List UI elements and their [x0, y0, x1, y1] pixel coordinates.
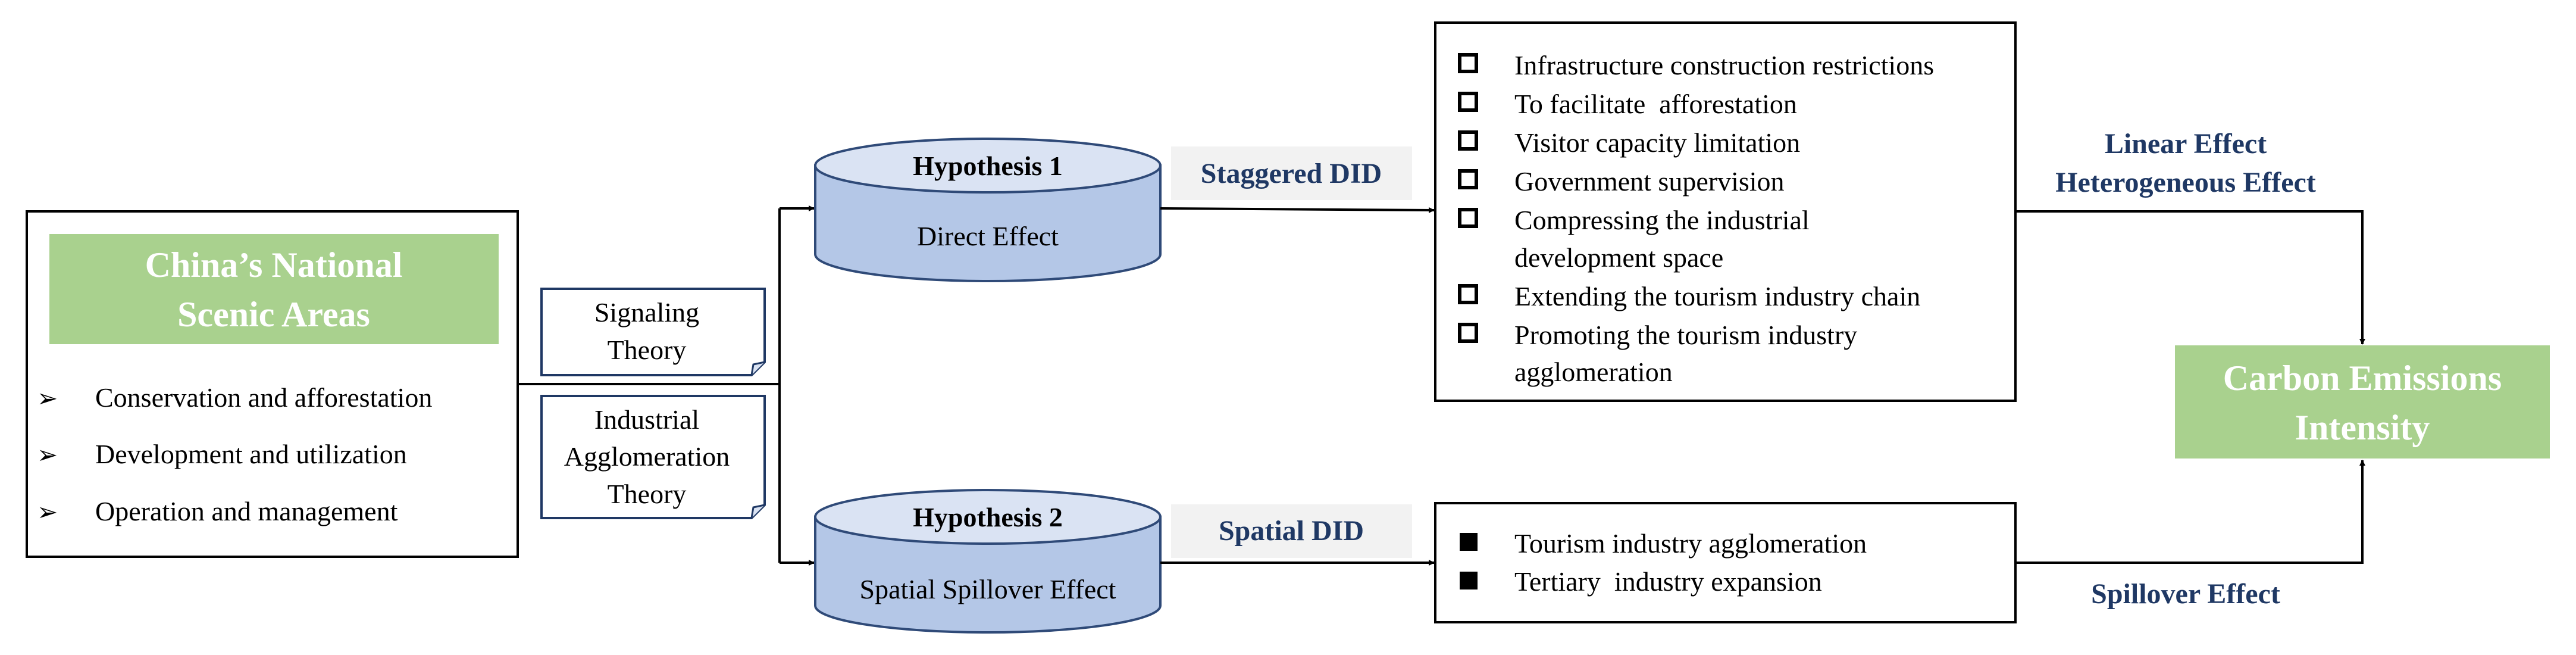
heterogeneous-effect-label: Heterogeneous Effect	[2055, 167, 2316, 198]
linear-effect-label: Linear Effect	[2105, 128, 2267, 160]
checkbox-icon	[1458, 53, 1478, 73]
arrow-to-top-mechanisms	[1160, 207, 1435, 213]
hypothesis-2-cylinder: Hypothesis 2 Spatial Spillover Effect	[814, 489, 1162, 634]
mechanism-top-7-line2: agglomeration	[1514, 357, 1673, 387]
spatial-did-label: Spatial DID	[1171, 504, 1412, 558]
mechanism-top-1: Infrastructure construction restrictions	[1514, 50, 1934, 80]
left-item-2: Development and utilization	[95, 439, 407, 469]
outcome-line1: Carbon Emissions	[2223, 358, 2502, 398]
carbon-emissions-intensity-box: Carbon Emissions Intensity	[2175, 345, 2550, 458]
checkbox-icon	[1458, 169, 1478, 189]
bullet-arrow-icon: ➢	[37, 442, 58, 469]
hypothesis-2-subtitle: Spatial Spillover Effect	[860, 574, 1116, 604]
bullet-arrow-icon: ➢	[37, 499, 58, 526]
national-scenic-areas-box: China’s National Scenic Areas ➢ Conserva…	[26, 210, 519, 558]
hypothesis-1-cylinder: Hypothesis 1 Direct Effect	[814, 138, 1162, 282]
spatial-did-text: Spatial DID	[1219, 515, 1364, 547]
spillover-effect-label: Spillover Effect	[2091, 578, 2280, 610]
scenic-areas-title-line1: China’s National	[145, 245, 403, 285]
mechanism-top-6: Extending the tourism industry chain	[1514, 281, 1920, 311]
spillover-mechanisms-box: Tourism industry agglomeration Tertiary …	[1434, 502, 2017, 623]
staggered-did-text: Staggered DID	[1201, 158, 1382, 189]
signaling-theory-line1: Signaling	[594, 297, 699, 328]
effect-connectors	[2015, 210, 2365, 564]
scenic-areas-title-line2: Scenic Areas	[177, 295, 370, 334]
checkbox-icon	[1458, 130, 1478, 151]
industrial-agglomeration-theory-note: Industrial Agglomeration Theory	[540, 395, 766, 519]
mechanism-top-2: To facilitate afforestation	[1514, 89, 1797, 119]
hypothesis-1-subtitle: Direct Effect	[917, 221, 1059, 251]
hypothesis-2-title: Hypothesis 2	[913, 502, 1063, 532]
agglomeration-theory-line1: Industrial	[594, 404, 699, 435]
outcome-line2: Intensity	[2295, 408, 2430, 447]
agglomeration-theory-line2: Agglomeration	[564, 441, 730, 472]
mechanism-top-4: Government supervision	[1514, 166, 1785, 196]
signaling-theory-note: Signaling Theory	[540, 288, 766, 376]
checkbox-icon	[1458, 92, 1478, 112]
mechanism-bottom-2: Tertiary industry expansion	[1514, 566, 1822, 597]
checkbox-icon	[1458, 284, 1478, 304]
mechanism-top-5-line1: Compressing the industrial	[1514, 205, 1810, 235]
scenic-areas-title-bg	[49, 234, 499, 344]
filled-square-icon	[1460, 572, 1478, 590]
left-item-3: Operation and management	[95, 496, 398, 526]
filled-square-icon	[1460, 533, 1478, 551]
hypothesis-1-title: Hypothesis 1	[913, 151, 1063, 181]
mechanism-top-7-line1: Promoting the tourism industry	[1514, 320, 1857, 350]
direct-mechanisms-box: Infrastructure construction restrictions…	[1434, 21, 2017, 402]
agglomeration-theory-line3: Theory	[608, 479, 687, 509]
left-connectors	[518, 205, 815, 566]
left-item-1: Conservation and afforestation	[95, 382, 432, 413]
bullet-arrow-icon: ➢	[37, 385, 58, 413]
checkbox-icon	[1458, 323, 1478, 343]
signaling-theory-line2: Theory	[608, 335, 687, 365]
staggered-did-label: Staggered DID	[1171, 146, 1412, 200]
mechanism-bottom-1: Tourism industry agglomeration	[1514, 528, 1867, 559]
mechanism-top-5-line2: development space	[1514, 242, 1723, 273]
checkbox-icon	[1458, 208, 1478, 228]
mechanism-top-3: Visitor capacity limitation	[1514, 127, 1800, 158]
